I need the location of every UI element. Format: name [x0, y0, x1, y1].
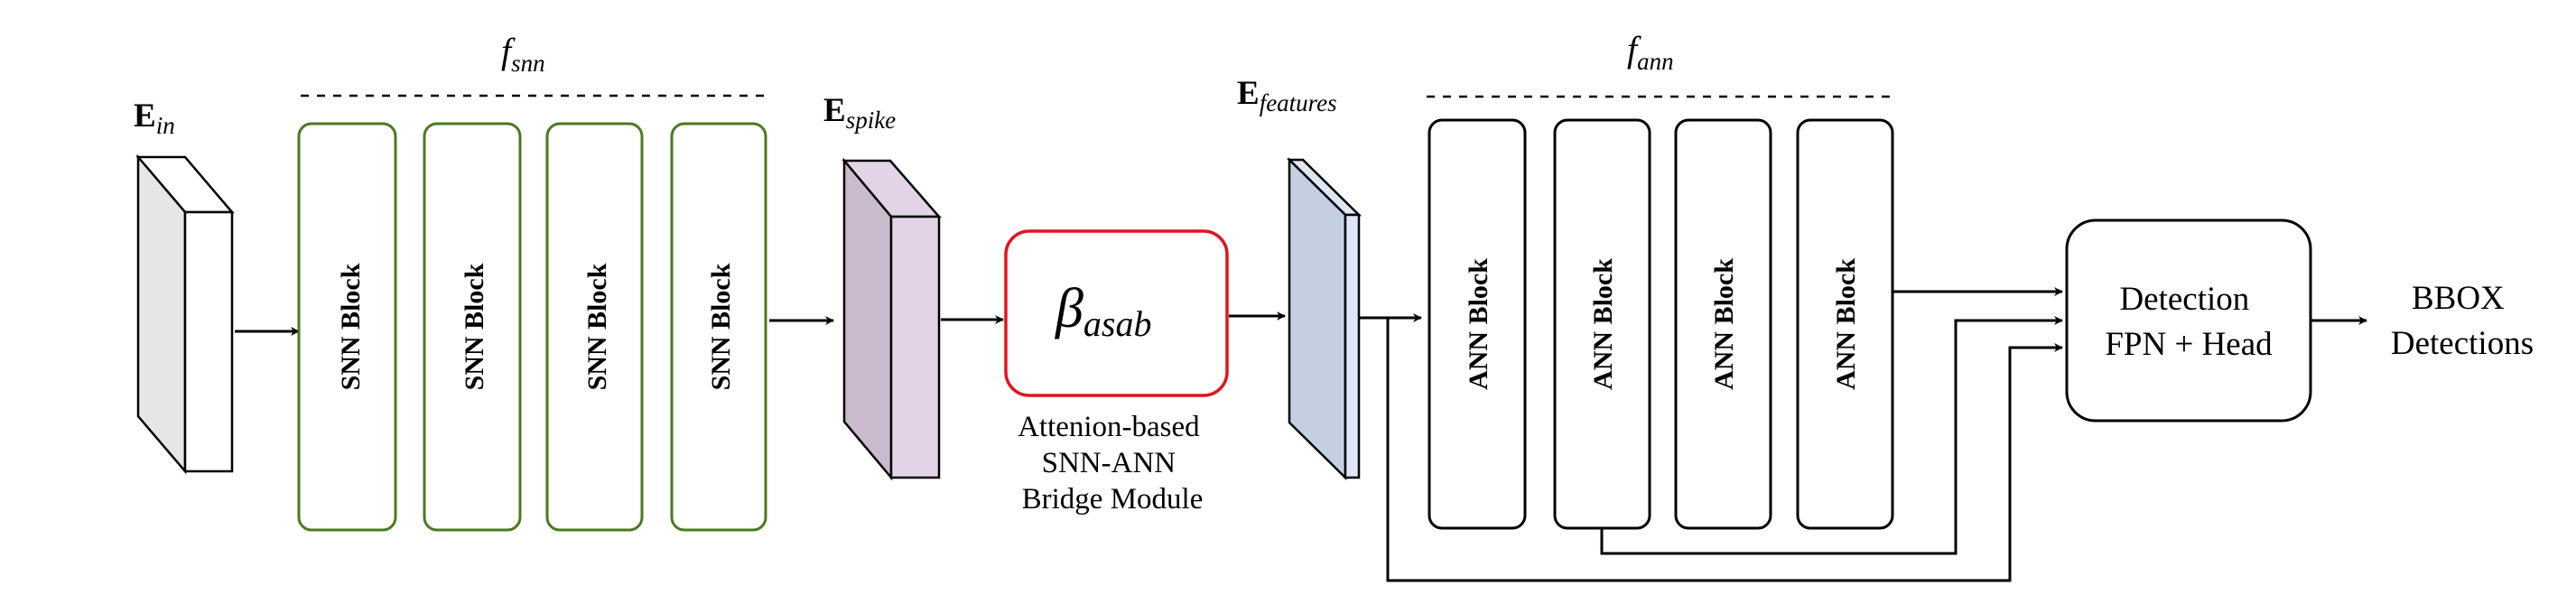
detection-line-1: Detection — [2119, 281, 2249, 318]
snn-block-4: SNN Block — [670, 122, 767, 532]
ann-block-4: ANN Block — [1796, 118, 1894, 530]
e-in-face — [136, 153, 187, 475]
bridge-caption-line-2: SNN-ANN — [1042, 447, 1176, 479]
detection-box: Detection FPN + Head — [2065, 218, 2312, 423]
e-spike-face — [842, 157, 893, 481]
ann-block-1: ANN Block — [1427, 118, 1527, 530]
bridge-caption-line-3: Bridge Module — [1022, 483, 1204, 516]
e-features-face — [1288, 157, 1347, 480]
bridge-module: βasab — [1004, 229, 1229, 397]
connection-ann2-to-detection — [1600, 316, 2063, 555]
ann-block-3: ANN Block — [1674, 118, 1772, 530]
skip-connection-efeatures — [1386, 318, 2063, 582]
ann-block-label: ANN Block — [1464, 258, 1493, 390]
ann-block-label: ANN Block — [1831, 258, 1861, 390]
ann-block-label: ANN Block — [1709, 258, 1739, 390]
output-text: BBOX Detections — [2391, 280, 2534, 362]
snn-block-label: SNN Block — [460, 263, 489, 390]
bridge-caption: Attenion-based SNN-ANN Bridge Module — [1018, 411, 1207, 516]
output-line-1: BBOX — [2412, 280, 2505, 317]
e-features-label: Efeatures — [1237, 75, 1337, 116]
snn-block-3: SNN Block — [545, 122, 644, 532]
e-features-tensor — [1286, 157, 1362, 480]
e-spike-side — [889, 215, 941, 479]
snn-block-label: SNN Block — [706, 263, 736, 390]
e-in-side — [183, 210, 234, 473]
e-spike-tensor — [842, 157, 942, 481]
f-snn-label: fsnn — [501, 31, 545, 77]
snn-block-2: SNN Block — [423, 122, 522, 532]
e-in-tensor — [135, 153, 235, 475]
snn-block-label: SNN Block — [582, 263, 612, 390]
bridge-caption-line-1: Attenion-based — [1018, 411, 1200, 443]
f-ann-label: fann — [1627, 29, 1674, 75]
snn-block-label: SNN Block — [336, 263, 366, 390]
e-spike-label: Espike — [823, 92, 896, 134]
detection-line-2: FPN + Head — [2105, 326, 2273, 363]
e-in-label: Ein — [134, 98, 175, 139]
e-features-side — [1344, 213, 1361, 479]
output-line-2: Detections — [2391, 325, 2534, 362]
ann-block-2: ANN Block — [1553, 118, 1651, 530]
detection-text: Detection FPN + Head — [2105, 281, 2273, 363]
bridge-symbol: βasab — [1055, 278, 1151, 344]
snn-block-1: SNN Block — [297, 122, 397, 532]
ann-block-label: ANN Block — [1588, 258, 1618, 390]
